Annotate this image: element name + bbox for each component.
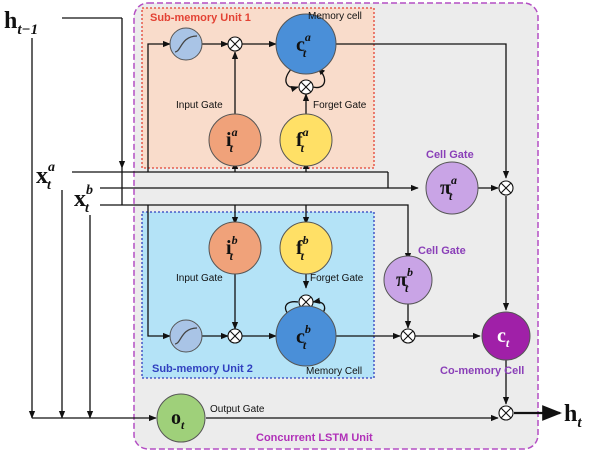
concurrent-lstm-unit-title: Concurrent LSTM Unit	[256, 432, 373, 444]
cell-gate-a-label: Cell Gate	[426, 149, 474, 161]
multiply-node-unit2-input	[227, 328, 243, 344]
activation-node-2	[169, 319, 203, 353]
multiply-node-cell-gate-a	[498, 180, 514, 196]
co-memory-cell-node	[481, 311, 531, 361]
co-memory-cell-label: Co-memory Cell	[440, 365, 524, 377]
memory-cell-b-caption: Memory Cell	[306, 366, 362, 377]
cell-gate-b-node	[383, 255, 433, 305]
forget-gate-a-label: Forget Gate	[313, 100, 367, 111]
cell-gate-b-label: Cell Gate	[418, 245, 466, 257]
multiply-node-cell-gate-b	[400, 328, 416, 344]
input-gate-a-label: Input Gate	[176, 100, 223, 111]
multiply-node-unit1-input	[227, 36, 243, 52]
multiply-node-unit1-forget	[298, 79, 314, 95]
memory-cell-a-node	[275, 13, 337, 75]
co-memory-cell-symbol: ct	[497, 325, 510, 350]
activation-node-1	[169, 27, 203, 61]
forget-gate-b-node	[279, 221, 333, 275]
output-gate-label: Output Gate	[210, 404, 265, 415]
output-gate-node	[156, 393, 206, 443]
h-prev-label: ht−1	[4, 8, 38, 38]
forget-gate-a-node	[279, 113, 333, 167]
multiply-node-output	[498, 405, 514, 421]
sub-memory-unit-1-title: Sub-memory Unit 1	[150, 12, 251, 24]
connection-lines	[28, 17, 562, 422]
cell-gate-a-node	[425, 161, 479, 215]
memory-cell-b-node	[275, 305, 337, 367]
sub-memory-unit-2-title: Sub-memory Unit 2	[152, 363, 253, 375]
input-gate-b-node	[208, 221, 262, 275]
multiply-node-unit2-forget	[298, 294, 314, 310]
input-gate-a-node	[208, 113, 262, 167]
multiply-nodes	[227, 36, 514, 421]
output-gate-symbol: ot	[171, 407, 185, 432]
h-t-output-label: ht	[564, 401, 582, 431]
input-gate-b-label: Input Gate	[176, 273, 223, 284]
forget-gate-b-label: Forget Gate	[310, 273, 364, 284]
memory-cell-a-caption: Memory cell	[308, 11, 362, 22]
